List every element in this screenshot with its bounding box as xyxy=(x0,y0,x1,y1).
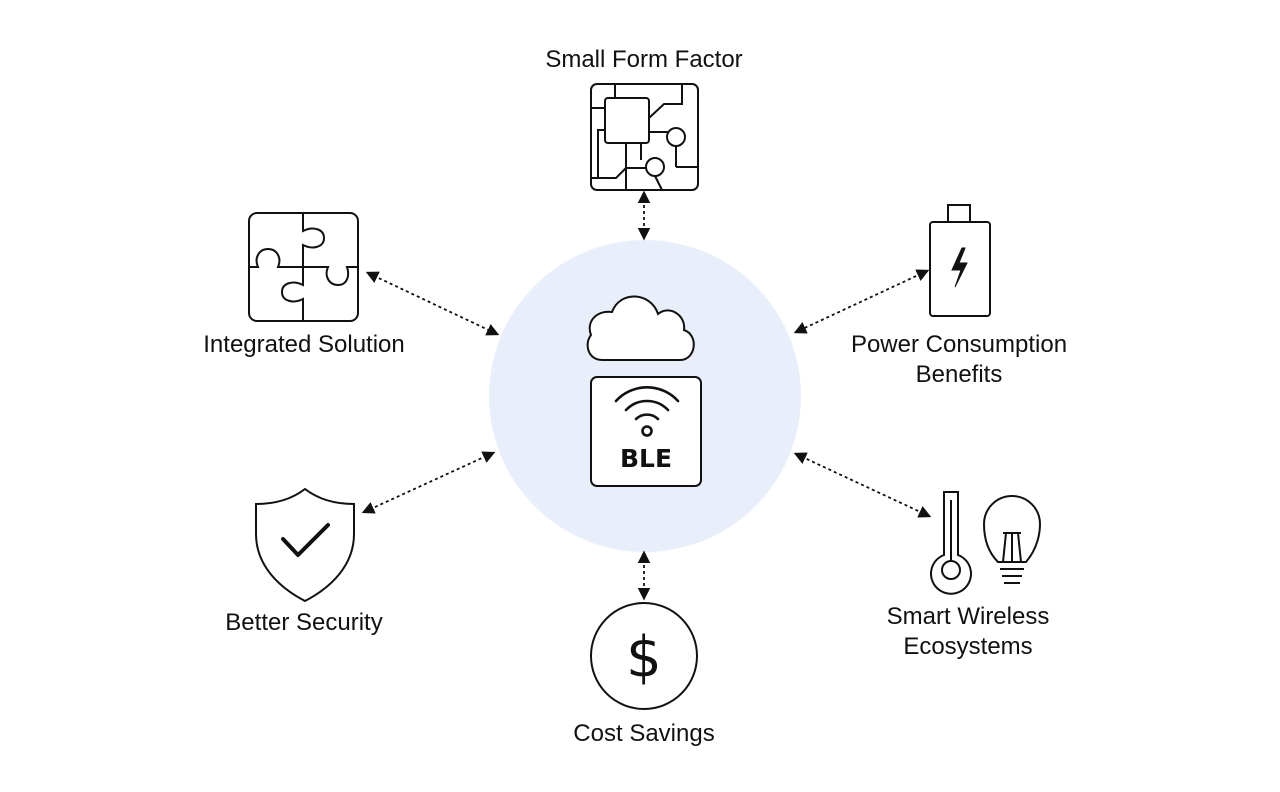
puzzle-icon xyxy=(248,212,359,322)
label-integrated-solution: Integrated Solution xyxy=(203,331,405,358)
connectors xyxy=(361,190,932,601)
ble-label: BLE xyxy=(619,444,673,473)
ble-chip xyxy=(590,376,702,487)
chip-frame xyxy=(590,376,702,487)
dollar-coin-icon: $ xyxy=(590,602,698,710)
connector-power-consumption xyxy=(793,269,930,334)
wireless-signal-icon xyxy=(614,386,680,437)
label-power-consumption-line1: Power Consumption xyxy=(850,331,1068,358)
label-smart-wireless-line2: Ecosystems xyxy=(903,633,1033,660)
label-power-consumption: Power Consumption Benefits xyxy=(851,330,1067,390)
thermometer-icon xyxy=(930,491,972,595)
thermometer-lightbulb-icon xyxy=(930,491,1042,595)
lightbulb-icon xyxy=(982,495,1042,584)
shield-check-icon xyxy=(255,487,355,603)
label-small-form-factor: Small Form Factor xyxy=(545,46,743,73)
label-cost-savings: Cost Savings xyxy=(573,720,715,747)
label-better-security: Better Security xyxy=(225,609,383,636)
connector-smart-wireless xyxy=(793,452,932,518)
connector-better-security xyxy=(361,451,496,514)
battery-charging-icon xyxy=(929,204,991,317)
label-power-consumption-line2: Benefits xyxy=(915,361,1003,388)
label-smart-wireless: Smart Wireless Ecosystems xyxy=(887,602,1050,662)
circuit-board-icon xyxy=(590,83,699,191)
svg-text:$: $ xyxy=(626,625,662,690)
label-smart-wireless-line1: Smart Wireless xyxy=(886,603,1050,630)
connector-integrated-solution xyxy=(365,271,500,336)
cloud-icon xyxy=(586,295,695,361)
